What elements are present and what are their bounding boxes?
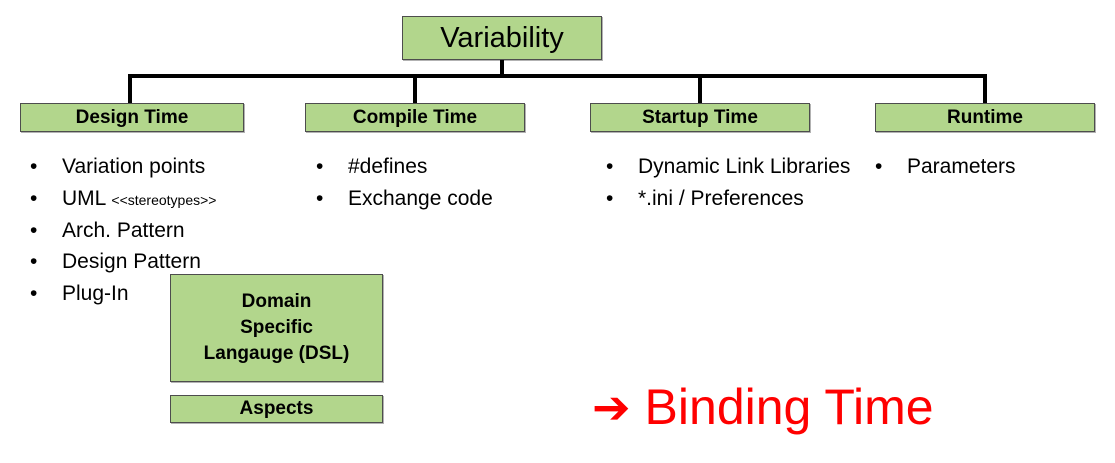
node-runtime: Runtime bbox=[875, 103, 1095, 132]
node-domain-specific-language: Domain Specific Langauge (DSL) bbox=[170, 274, 383, 382]
binding-time-label: Binding Time bbox=[644, 379, 934, 435]
list-item: • Parameters bbox=[875, 152, 1105, 182]
bullet-icon: • bbox=[875, 155, 883, 178]
list-item-label: Plug-In bbox=[62, 282, 129, 306]
list-compile-time: • #defines • Exchange code bbox=[316, 152, 566, 216]
list-item-label: *.ini / Preferences bbox=[638, 186, 804, 210]
connector-drop-design-time bbox=[128, 74, 132, 105]
list-item-label: #defines bbox=[348, 155, 428, 178]
node-dsl-line-1: Domain bbox=[241, 290, 312, 312]
list-item: • #defines bbox=[316, 152, 566, 182]
list-item: • Exchange code bbox=[316, 184, 566, 214]
connector-drop-compile-time bbox=[413, 74, 417, 105]
list-item-label: Variation points bbox=[62, 155, 206, 178]
list-item-label: UML <<stereotypes>> bbox=[62, 184, 295, 214]
connector-drop-startup-time bbox=[698, 74, 702, 105]
list-item: • Variation points bbox=[30, 152, 295, 182]
node-dsl-line-3: Langauge (DSL) bbox=[203, 343, 350, 365]
connector-root-stem bbox=[500, 58, 504, 76]
list-item: • Design Pattern bbox=[30, 247, 295, 277]
connector-horizontal-bus bbox=[128, 74, 985, 78]
list-startup-time: • Dynamic Link Libraries • *.ini / Prefe… bbox=[606, 152, 864, 216]
list-item-label: Parameters bbox=[907, 155, 1016, 178]
bullet-icon: • bbox=[606, 186, 614, 210]
list-item-label: Arch. Pattern bbox=[62, 218, 185, 242]
list-item: • Arch. Pattern bbox=[30, 216, 295, 246]
list-item: • Dynamic Link Libraries bbox=[606, 152, 864, 182]
list-item-label: Design Pattern bbox=[62, 250, 201, 274]
list-item-stereotype-text: <<stereotypes>> bbox=[111, 191, 217, 208]
node-design-time: Design Time bbox=[20, 103, 244, 132]
node-startup-time: Startup Time bbox=[590, 103, 810, 132]
connector-drop-runtime bbox=[983, 74, 987, 105]
node-compile-time: Compile Time bbox=[305, 103, 525, 132]
bullet-icon: • bbox=[30, 186, 38, 210]
list-item-main-text: UML bbox=[62, 186, 112, 210]
arrow-right-icon: ➔ bbox=[592, 380, 631, 434]
list-item: • *.ini / Preferences bbox=[606, 184, 864, 214]
list-item-label: Dynamic Link Libraries bbox=[638, 155, 851, 178]
node-aspects: Aspects bbox=[170, 395, 383, 423]
list-item: • UML <<stereotypes>> bbox=[30, 184, 295, 214]
bullet-icon: • bbox=[30, 218, 38, 242]
list-design-time: • Variation points • UML <<stereotypes>>… bbox=[30, 152, 295, 311]
list-item-label: Exchange code bbox=[348, 186, 493, 210]
binding-time-callout: ➔ Binding Time bbox=[592, 382, 934, 432]
bullet-icon: • bbox=[316, 155, 324, 178]
node-dsl-line-2: Specific bbox=[240, 316, 313, 338]
bullet-icon: • bbox=[316, 186, 324, 210]
bullet-icon: • bbox=[606, 155, 614, 178]
node-variability: Variability bbox=[402, 16, 602, 60]
bullet-icon: • bbox=[30, 250, 38, 274]
bullet-icon: • bbox=[30, 155, 38, 178]
list-item: • Plug-In bbox=[30, 279, 295, 309]
list-runtime: • Parameters bbox=[875, 152, 1105, 184]
bullet-icon: • bbox=[30, 282, 38, 306]
